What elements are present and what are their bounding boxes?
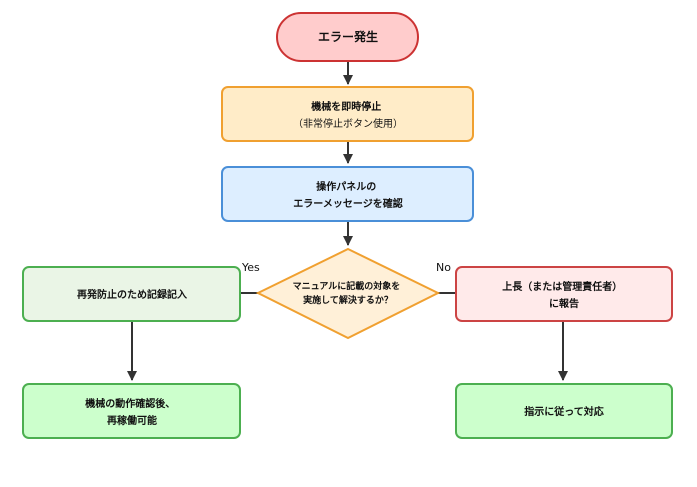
report-text: 上長（または管理責任者） に報告 (502, 280, 625, 310)
check-node: 操作パネルの エラーメッセージを確認 (221, 166, 474, 222)
no-label: No (436, 261, 451, 274)
decision-text: マニュアルに記載の対象を 実施して解決するか？ (293, 280, 404, 306)
restart-text: 機械の動作確認後、 再稼働可能 (85, 397, 178, 427)
start-text: エラー発生 (318, 29, 378, 44)
follow-shape (455, 383, 673, 439)
start-node: エラー発生 (276, 12, 419, 62)
report-node: 上長（または管理責任者） に報告 (455, 266, 673, 322)
check-text: 操作パネルの エラーメッセージを確認 (293, 180, 402, 210)
record-text: 再発防止のため記録記入 (77, 288, 187, 301)
check-shape (221, 166, 474, 222)
edges (127, 62, 568, 381)
restart-node: 機械の動作確認後、 再稼働可能 (22, 383, 241, 439)
decision-shape (255, 247, 441, 340)
follow-text: 指示に従って対応 (524, 405, 604, 418)
restart-shape (22, 383, 241, 439)
record-node: 再発防止のため記録記入 (22, 266, 241, 322)
follow-node: 指示に従って対応 (455, 383, 673, 439)
record-shape (22, 266, 241, 322)
report-shape (455, 266, 673, 322)
stop-shape (221, 86, 474, 142)
stop-node: 機械を即時停止 （非常停止ボタン使用） (221, 86, 474, 142)
yes-label: Yes (241, 261, 260, 274)
start-shape (276, 12, 419, 62)
stop-text: 機械を即時停止 （非常停止ボタン使用） (293, 100, 403, 130)
decision-node: マニュアルに記載の対象を 実施して解決するか？ (255, 247, 441, 340)
